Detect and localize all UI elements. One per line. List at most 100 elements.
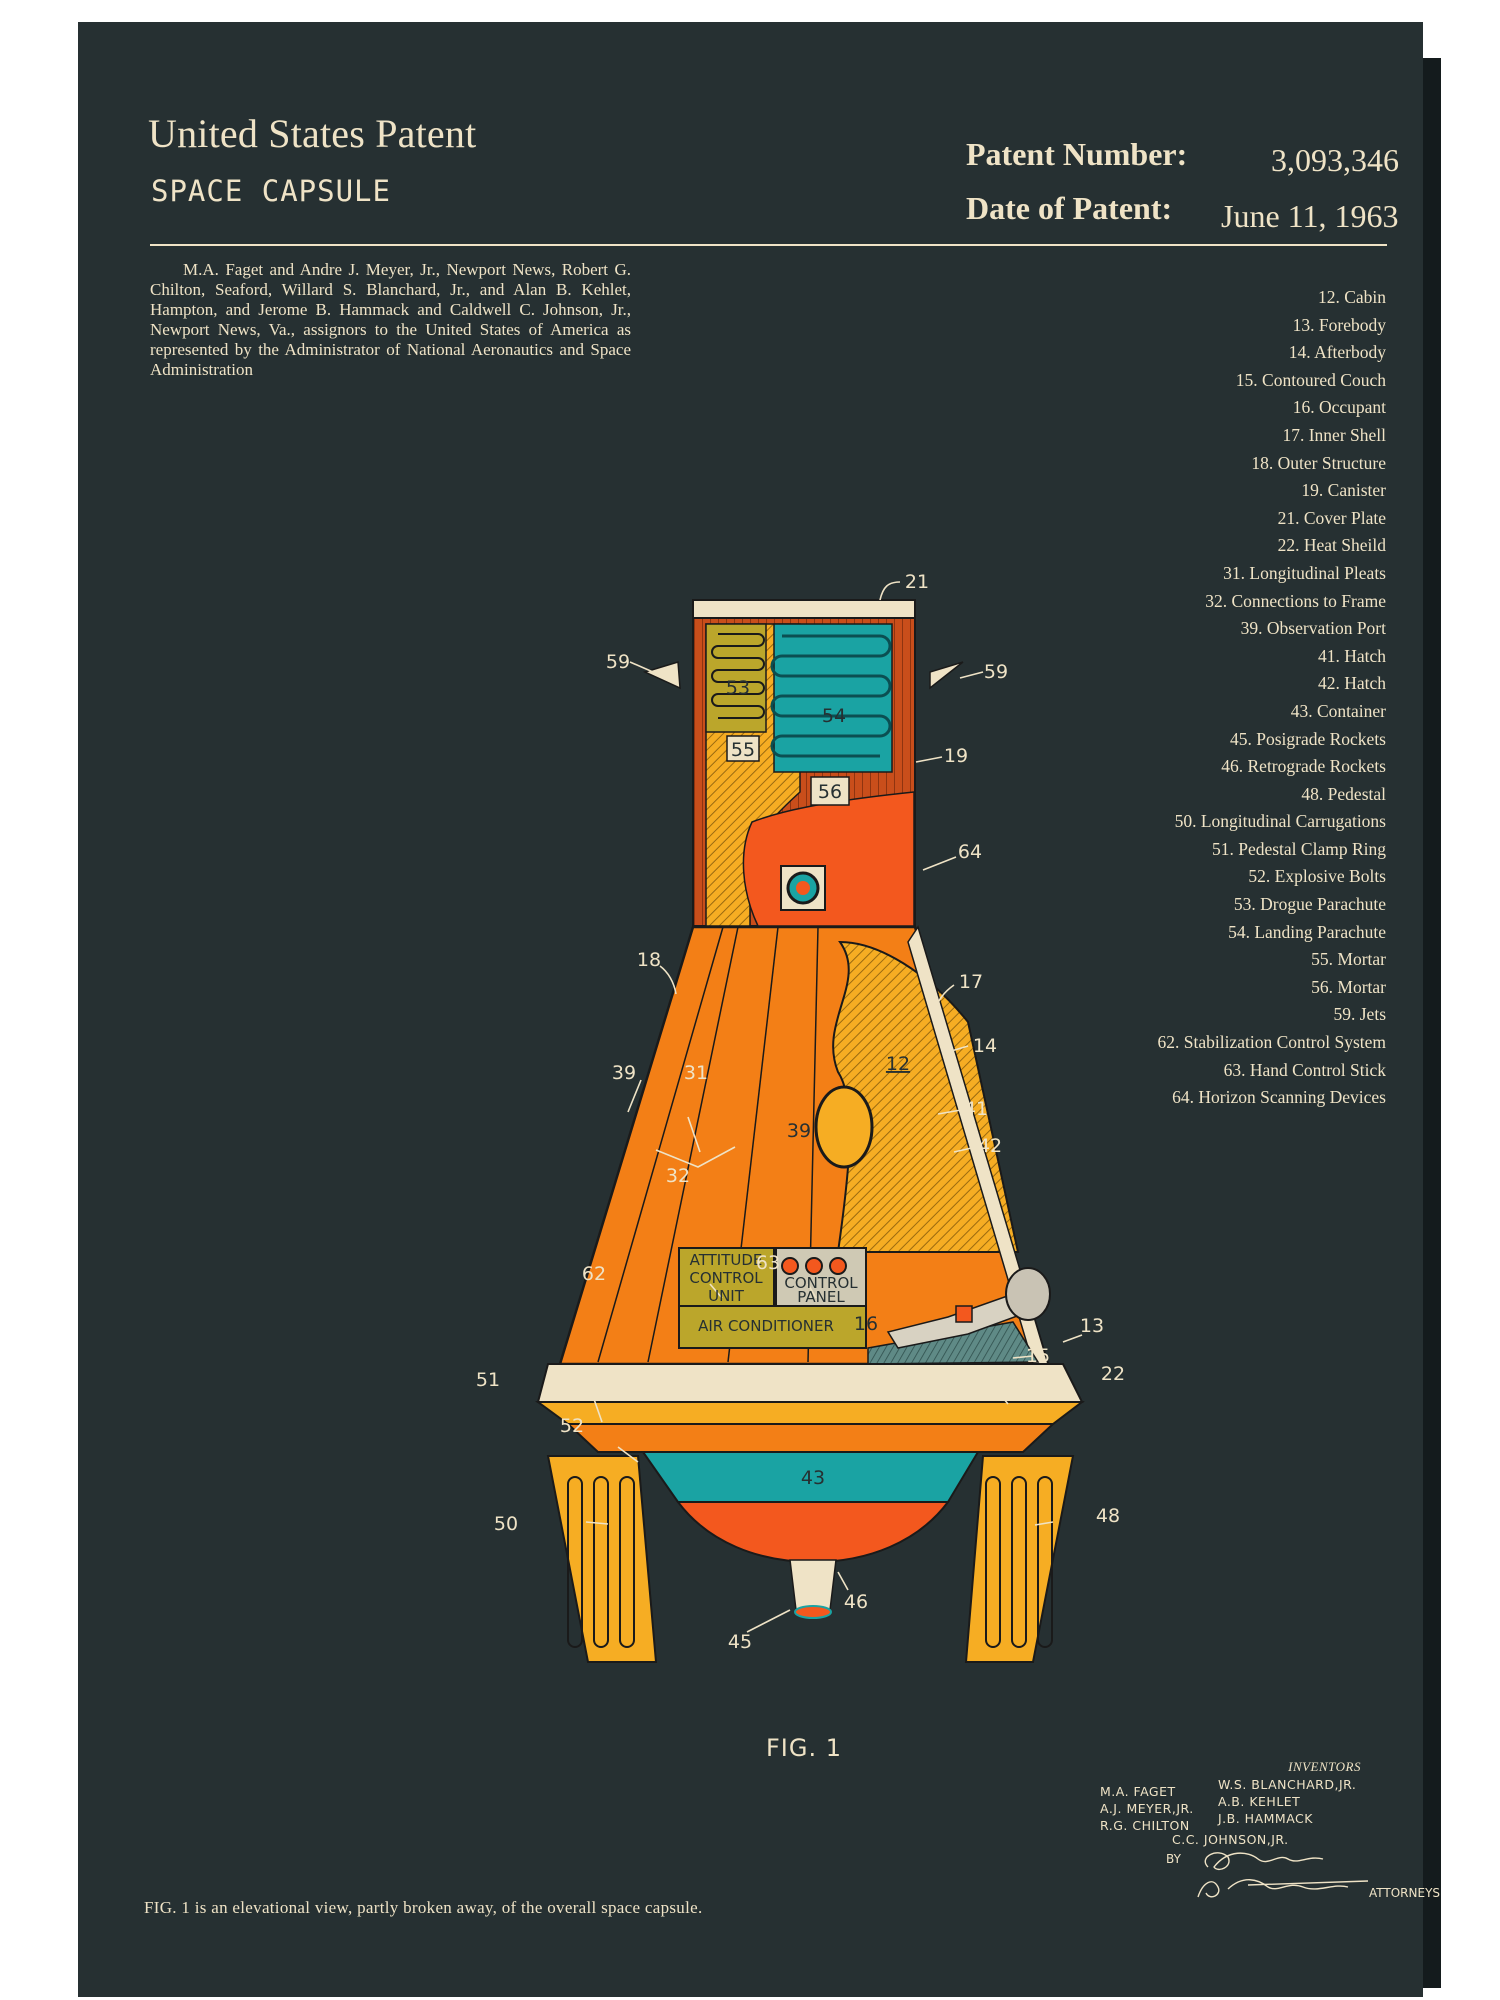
callout-31: 31 [684,1062,708,1084]
callout-50: 50 [494,1513,518,1535]
heat-shield-section [534,1363,1085,1619]
callout-16: 16 [854,1313,878,1335]
callout-22: 22 [1101,1363,1125,1385]
legend-item: 46. Retrograde Rockets [1221,756,1386,777]
callout-45: 45 [728,1631,752,1653]
legend-item: 43. Container [1290,700,1386,721]
antenna-canister [642,599,964,927]
inventor-name: W.S. BLANCHARD,JR. [1218,1777,1357,1792]
figure-caption: FIG. 1 [766,1734,843,1762]
inventor-name: R.G. CHILTON [1100,1818,1190,1833]
legend-item: 13. Forebody [1292,314,1386,335]
callout-32: 32 [666,1165,690,1187]
legend-item: 39. Observation Port [1240,618,1386,639]
figure-footnote: FIG. 1 is an elevational view, partly br… [144,1898,703,1917]
inventor-name: J.B. HAMMACK [1218,1811,1313,1826]
callout-63: 63 [756,1252,780,1274]
legend-item: 63. Hand Control Stick [1223,1059,1386,1080]
callout-15: 15 [1026,1345,1050,1367]
header-divider [150,244,1387,246]
legend-item: 45. Posigrade Rockets [1229,728,1386,749]
callout-53: 53 [726,677,750,699]
legend-item: 59. Jets [1333,1004,1387,1025]
label-control-1: CONTROL [784,1274,858,1292]
callout-42: 42 [978,1135,1002,1157]
capsule-cabin [558,925,1051,1366]
legend-item: 15. Contoured Couch [1235,369,1386,390]
patent-number: 3,093,346 [1271,142,1399,178]
pedestal-left [546,1455,658,1663]
inventor-name: C.C. JOHNSON,JR. [1172,1832,1289,1847]
callout-55: 55 [731,739,755,761]
callout-59-left: 59 [606,651,630,673]
legend-item: 14. Afterbody [1288,342,1386,363]
legend-item: 52. Explosive Bolts [1248,866,1386,887]
inventor-name: A.J. MEYER,JR. [1100,1801,1194,1816]
diagram-panel-labels: ATTITUDE CONTROL UNIT CONTROL PANEL AIR … [689,1251,858,1335]
callout-14: 14 [973,1035,997,1057]
patent-subtitle: SPACE CAPSULE [151,174,391,208]
attorneys-label: ATTORNEYS [1369,1886,1441,1900]
callout-43: 43 [801,1467,825,1489]
legend-item: 21. Cover Plate [1277,507,1386,528]
legend-item: 54. Landing Parachute [1228,921,1386,942]
legend-item: 17. Inner Shell [1282,424,1386,445]
parts-legend: 12. Cabin 13. Forebody 14. Afterbody 15.… [966,284,1386,1112]
legend-item: 62. Stabilization Control System [1157,1032,1386,1053]
inventor-name: A.B. KEHLET [1218,1794,1301,1809]
callout-12: 12 [886,1053,910,1075]
label-air-conditioner: AIR CONDITIONER [698,1317,834,1335]
legend-item: 32. Connections to Frame [1205,590,1386,611]
legend-item: 31. Longitudinal Pleats [1223,562,1386,583]
patent-title: United States Patent [148,111,477,156]
legend-item: 22. Heat Sheild [1277,535,1386,556]
patent-date-label: Date of Patent: [966,190,1173,226]
label-attitude-3: UNIT [708,1287,745,1305]
callout-13: 13 [1080,1315,1104,1337]
inventors-heading: INVENTORS [1288,1759,1361,1774]
legend-item: 55. Mortar [1311,949,1386,970]
patent-poster: United States Patent SPACE CAPSULE Paten… [78,22,1440,1997]
legend-item: 19. Canister [1301,480,1386,501]
patent-number-label: Patent Number: [966,136,1188,172]
legend-item: 50. Longitudinal Carrugations [1174,811,1386,832]
legend-item: 48. Pedestal [1301,783,1386,804]
callout-64: 64 [958,841,982,863]
assignors-paragraph: M.A. Faget and Andre J. Meyer, Jr., Newp… [150,260,631,379]
legend-item: 53. Drogue Parachute [1233,894,1386,915]
callout-39-outer: 39 [612,1062,636,1084]
by-label: BY [1166,1852,1181,1866]
label-attitude-2: CONTROL [689,1269,763,1287]
label-attitude-1: ATTITUDE [690,1251,763,1269]
canvas-edge [1421,58,1441,1988]
callout-59-right: 59 [984,661,1008,683]
label-control-2: PANEL [797,1288,845,1306]
callout-17: 17 [959,971,983,993]
legend-item: 42. Hatch [1317,673,1386,694]
callout-54: 54 [822,705,846,727]
diagram-outer-numbers: 21 59 59 19 64 18 17 14 39 31 41 42 32 6… [476,571,1125,1653]
legend-item: 51. Pedestal Clamp Ring [1211,838,1386,859]
callout-52: 52 [560,1415,584,1437]
attorney-signature-icon [1197,1852,1369,1898]
legend-item: 12. Cabin [1317,287,1386,307]
legend-item: 18. Outer Structure [1251,452,1386,473]
callout-46: 46 [844,1591,868,1613]
legend-item: 41. Hatch [1317,645,1386,666]
callout-51: 51 [476,1369,500,1391]
patent-date: June 11, 1963 [1221,198,1399,234]
legend-item: 16. Occupant [1292,397,1386,418]
legend-item: 64. Horizon Scanning Devices [1172,1087,1386,1108]
callout-39-inner: 39 [787,1120,811,1142]
inventor-name: M.A. FAGET [1100,1784,1176,1799]
diagram-inner-numbers: 53 54 55 56 12 39 16 43 [726,677,910,1489]
callout-56: 56 [818,781,842,803]
callout-62: 62 [582,1263,606,1285]
pedestal-right [964,1455,1075,1663]
legend-item: 56. Mortar [1311,976,1386,997]
callout-18: 18 [637,949,661,971]
callout-19: 19 [944,745,968,767]
callout-41: 41 [964,1098,988,1120]
callout-48: 48 [1096,1505,1120,1527]
capsule-diagram: ATTITUDE CONTROL UNIT CONTROL PANEL AIR … [476,571,1125,1663]
